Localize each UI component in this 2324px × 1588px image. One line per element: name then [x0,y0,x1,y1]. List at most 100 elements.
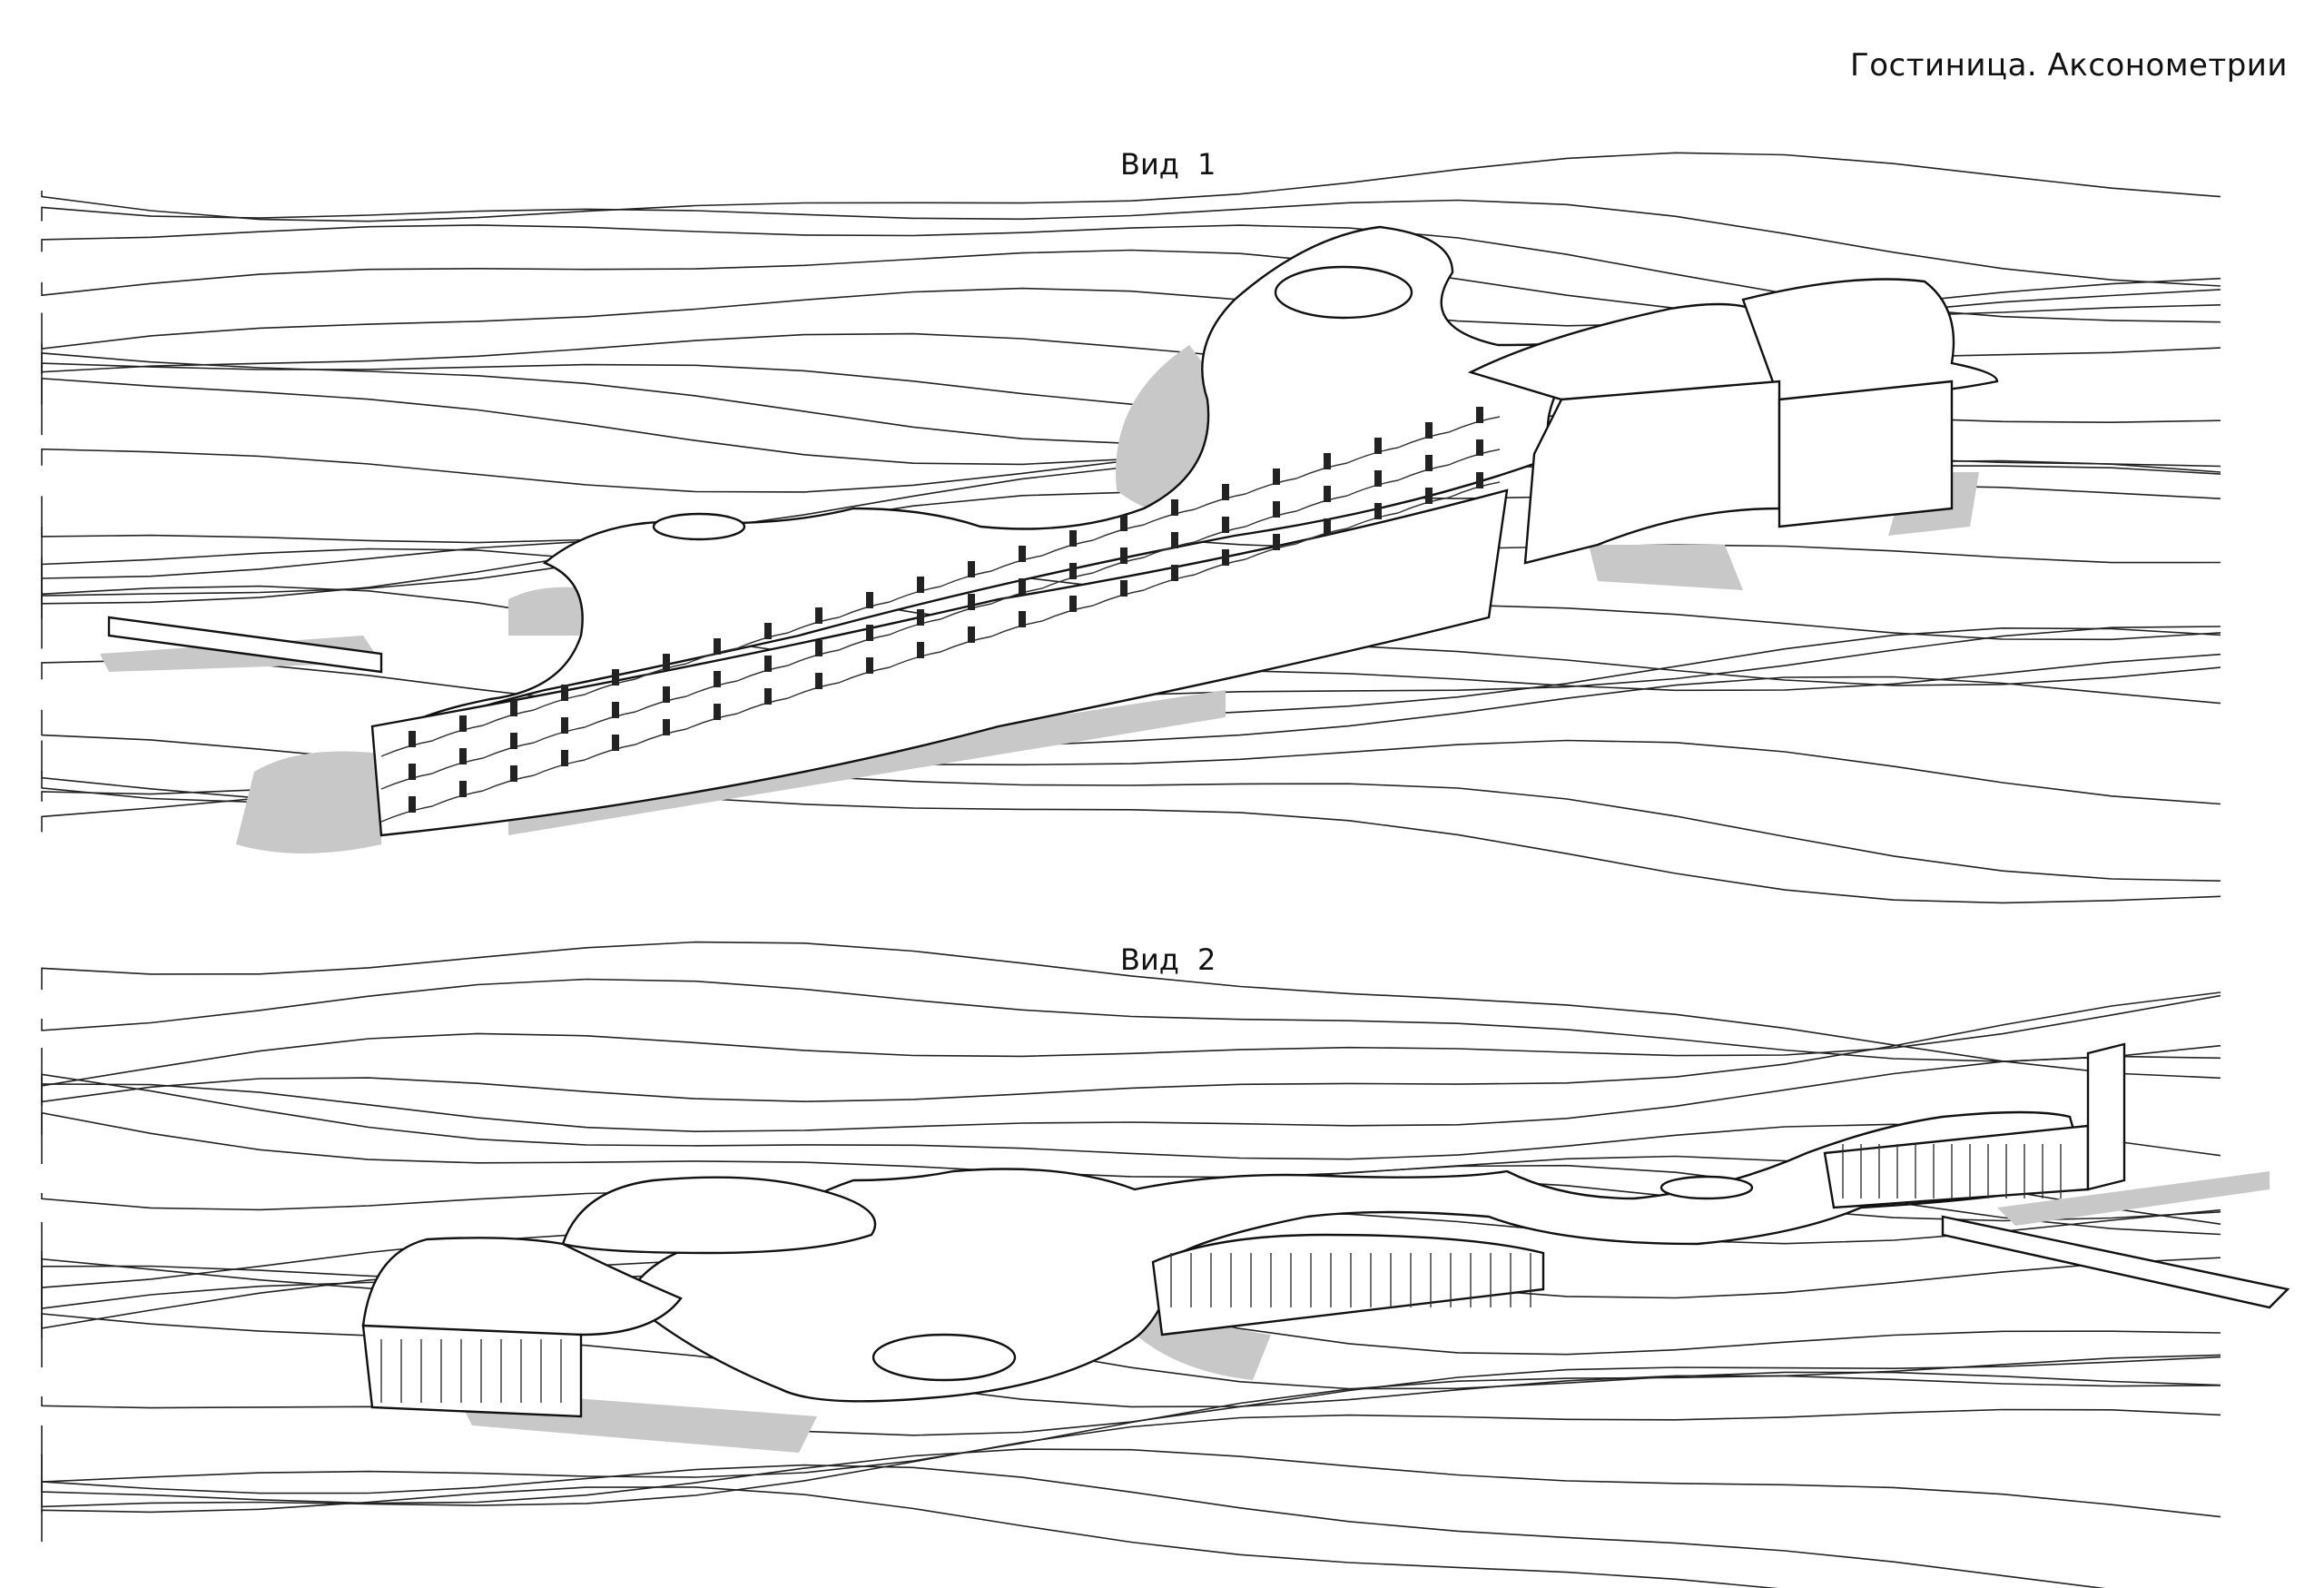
balcony-opening [612,669,619,686]
balcony-slab [1448,481,1501,498]
balcony-slab [1295,495,1348,512]
balcony-opening [1019,611,1026,627]
balcony-slab [431,790,484,807]
balcony-slab [940,603,992,620]
balcony-opening [1476,472,1483,488]
contour-line [41,941,2221,1080]
balcony-opening [1273,534,1280,550]
balcony-slab [1295,528,1348,545]
balcony-opening [1374,503,1382,519]
balcony-opening [968,626,975,643]
balcony-opening [1425,455,1433,471]
balcony-slab [380,773,433,790]
contour-line [41,1313,2221,1408]
balcony-opening [714,638,721,655]
balcony-slab [1041,605,1094,622]
balcony-slab [940,636,992,653]
balcony-slab [736,632,789,649]
balcony-slab [1346,512,1399,529]
balcony-opening [663,719,670,735]
balcony-slab [990,587,1043,605]
contour-line [41,199,2221,287]
balcony-opening [409,764,416,780]
balcony-opening [1222,517,1229,533]
balcony-slab [1245,543,1297,560]
balcony-slab [1143,541,1196,558]
balcony-slab [533,726,586,744]
balcony-opening [1120,580,1128,597]
view-2-glazing [380,1144,2062,1403]
balcony-slab [1143,574,1196,591]
balcony-slab [635,695,687,713]
balcony-slab [1397,497,1450,514]
balcony-opening [714,704,721,720]
contour-line [41,991,2221,1103]
view-2-skylight-small [1659,1175,1754,1200]
balcony-slab [685,647,738,665]
balcony-slab [787,616,840,634]
balcony-opening [1069,563,1077,579]
balcony-opening [409,731,416,747]
balcony-opening [1324,518,1331,535]
balcony-slab [431,757,484,774]
balcony-opening [561,685,568,701]
balcony-slab [635,728,687,745]
balcony-slab [889,586,941,603]
balcony-slab [584,711,636,728]
balcony-opening [510,765,517,782]
balcony-opening [815,607,822,624]
balcony-opening [917,609,924,626]
balcony-opening [1171,532,1178,548]
contour-line [41,1448,2221,1518]
balcony-opening [764,688,772,705]
balcony-opening [1222,549,1229,566]
balcony-slab [1194,558,1246,576]
contour-line [41,1354,2221,1483]
balcony-opening [815,673,822,689]
balcony-opening [1425,422,1433,439]
balcony-slab [482,774,535,792]
balcony-slab [1448,449,1501,466]
contour-line [41,540,2221,641]
balcony-opening [1374,438,1382,454]
balcony-slab [990,555,1043,572]
balcony-slab [1092,589,1145,607]
balcony-opening [1324,453,1331,469]
balcony-opening [1171,565,1178,581]
balcony-opening [459,748,467,764]
view-2-building [361,1042,2290,1418]
balcony-slab [889,618,941,636]
balcony-slab [1245,510,1297,528]
view-1-skylight-large [1274,265,1413,320]
balcony-slab [787,649,840,666]
balcony-slab [584,678,636,695]
balcony-slab [1295,462,1348,479]
balcony-opening [1171,499,1178,516]
balcony-slab [1194,493,1246,510]
balcony-opening [815,640,822,656]
balcony-slab [736,697,789,715]
balcony-opening [968,594,975,610]
balcony-slab [584,744,636,761]
balcony-opening [917,642,924,658]
view-1-skylight-small [652,512,746,541]
contour-line [41,1356,2221,1436]
balcony-slab [838,601,891,618]
balcony-slab [482,709,535,726]
balcony-slab [889,651,941,668]
view-2-label: Вид 2 [1120,942,1216,977]
view-1-drawing [41,152,2221,904]
balcony-opening [510,733,517,749]
balcony-opening [1476,439,1483,456]
balcony-slab [1194,526,1246,543]
balcony-slab [380,805,433,823]
view-2-drawing [41,941,2290,1588]
balcony-opening [612,735,619,751]
view-1-roof [378,225,1626,748]
balcony-opening [1476,407,1483,423]
balcony-opening [459,781,467,797]
contour-line [41,978,2221,1062]
view-1-facade [370,488,1509,837]
balcony-slab [1092,524,1145,541]
